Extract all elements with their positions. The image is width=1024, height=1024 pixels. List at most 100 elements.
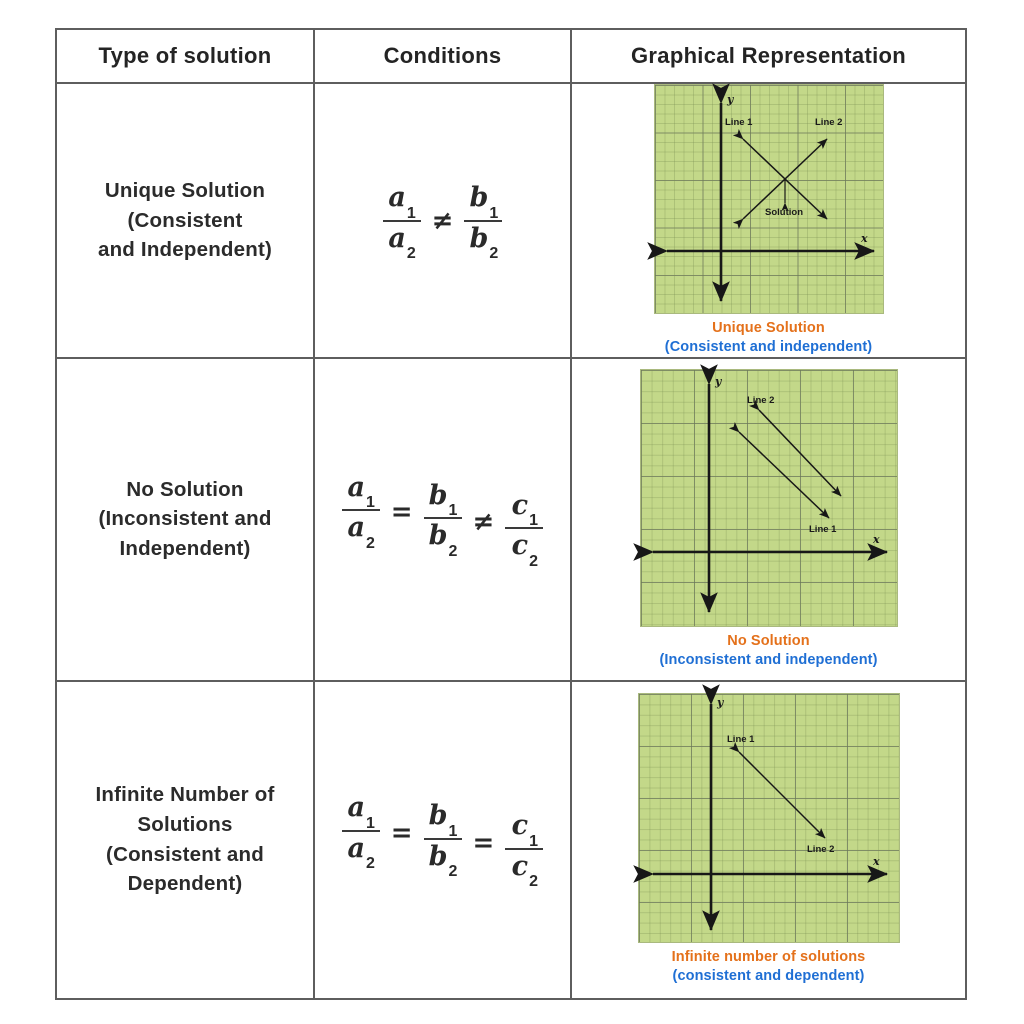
cell-graph-no-solution: y x Line 2 Line 1 No Soluti — [570, 357, 967, 682]
type-line: Dependent) — [127, 872, 243, 896]
caption-main: Infinite number of solutions — [671, 949, 866, 966]
fraction-denominator: a2 — [386, 222, 416, 262]
denominator-subscript: 2 — [448, 542, 458, 560]
type-line: (Consistent and — [106, 842, 264, 866]
fraction-numerator: a1 — [346, 471, 376, 512]
type-line: Solutions — [137, 813, 233, 837]
graph-caption-no-solution: No Solution (Inconsistent and independen… — [659, 632, 877, 670]
line-1-segment — [728, 421, 830, 519]
numerator-subscript: 1 — [366, 494, 375, 512]
numerator-symbol: a — [347, 792, 366, 824]
denominator-subscript: 2 — [406, 244, 416, 262]
denominator-symbol: b — [469, 222, 489, 254]
line-1-label: Line 1 — [809, 524, 837, 535]
numerator-subscript: 1 — [448, 822, 458, 840]
caption-sub: (Consistent and independent) — [664, 339, 873, 356]
equation-a-eq-b-neq-c: a1 a2 = b1 — [315, 474, 570, 569]
fraction-denominator: b2 — [427, 840, 459, 881]
solution-point-label: Solution — [765, 207, 803, 218]
numerator-symbol: b — [428, 800, 448, 832]
numerator-subscript: 1 — [489, 204, 499, 222]
y-axis-label: y — [714, 375, 723, 388]
cell-type-unique-solution: Unique Solution (Consistent and Independ… — [55, 81, 315, 360]
fraction-denominator: b2 — [427, 519, 459, 560]
graph-caption-infinite-solutions: Infinite number of solutions (consistent… — [672, 948, 866, 986]
line-2-label: Line 2 — [807, 844, 834, 855]
fraction-numerator: c1 — [510, 809, 539, 849]
graph-caption-unique-solution: Unique Solution (Consistent and independ… — [665, 319, 872, 357]
cell-condition-no-solution: a1 a2 = b1 — [313, 357, 572, 682]
denominator-symbol: a — [388, 222, 406, 254]
table-row: Unique Solution (Consistent and Independ… — [55, 81, 967, 360]
operator-not-equal: ≠ — [472, 507, 495, 538]
fraction-a1-a2: a1 a2 — [341, 791, 380, 873]
type-line: Infinite Number of — [95, 783, 275, 807]
operator-not-equal: ≠ — [431, 205, 454, 236]
denominator-subscript: 2 — [366, 855, 375, 873]
denominator-symbol: b — [428, 520, 448, 552]
fraction-bar — [505, 847, 544, 850]
fraction-numerator: b1 — [427, 799, 459, 840]
fraction-bar — [423, 837, 462, 840]
denominator-symbol: b — [428, 840, 448, 872]
cell-condition-unique-solution: a1 a2 ≠ b1 — [313, 81, 572, 360]
denominator-symbol: c — [511, 530, 529, 562]
denominator-symbol: c — [511, 850, 529, 882]
fraction-numerator: a1 — [386, 181, 416, 222]
numerator-symbol: c — [511, 489, 529, 521]
line-1-label: Line 1 — [725, 117, 753, 128]
denominator-symbol: a — [347, 832, 366, 864]
numerator-symbol: a — [347, 471, 366, 503]
fraction-numerator: a1 — [346, 791, 376, 832]
graph-container-unique-solution: y x Line 1 Line 2 Solution — [572, 83, 965, 357]
denominator-subscript: 2 — [489, 244, 499, 262]
type-line: Unique Solution — [104, 178, 266, 202]
denominator-subscript: 2 — [529, 873, 538, 891]
fraction-a1-a2: a1 a2 — [341, 471, 380, 551]
numerator-symbol: b — [469, 182, 489, 214]
caption-main: No Solution — [727, 632, 810, 649]
denominator-subscript: 2 — [529, 552, 538, 570]
fraction-numerator: b1 — [427, 479, 459, 519]
numerator-subscript: 1 — [406, 204, 416, 222]
coordinate-grid-unique-solution: y x Line 1 Line 2 Solution — [646, 83, 884, 315]
y-axis-label: y — [726, 93, 735, 106]
fraction-denominator: b2 — [467, 222, 499, 262]
fraction-b1-b2: b1 b2 — [423, 479, 462, 560]
coordinate-grid-infinite-solutions: y x Line 1 Line 2 — [632, 684, 900, 944]
operator-equals: = — [390, 497, 413, 528]
graph-svg-infinite-solutions: y x Line 1 Line 2 — [632, 684, 888, 932]
numerator-symbol: c — [511, 810, 529, 842]
operator-equals: = — [390, 817, 413, 848]
column-header-graphical-representation: Graphical Representation — [570, 28, 967, 84]
fraction-a1-a2: a1 a2 — [382, 181, 421, 262]
denominator-subscript: 2 — [448, 863, 458, 881]
cell-type-infinite-solutions: Infinite Number of Solutions (Consistent… — [55, 679, 315, 1001]
numerator-subscript: 1 — [366, 814, 375, 832]
line-1-label: Line 1 — [727, 734, 755, 745]
table-row: No Solution (Inconsistent and Independen… — [55, 357, 967, 682]
fraction-b1-b2: b1 b2 — [464, 181, 503, 262]
fraction-denominator: c2 — [510, 529, 539, 570]
cell-graph-infinite-solutions: y x Line 1 Line 2 Infinite number of sol… — [570, 679, 967, 1001]
cell-graph-unique-solution: y x Line 1 Line 2 Solution — [570, 81, 967, 360]
cell-type-no-solution: No Solution (Inconsistent and Independen… — [55, 357, 315, 682]
line-2-segment — [748, 399, 842, 497]
caption-sub: (Inconsistent and independent) — [659, 651, 878, 668]
x-axis-label: x — [872, 533, 880, 546]
table-body: Unique Solution (Consistent and Independ… — [55, 81, 967, 1001]
graph-svg-unique-solution: y x Line 1 Line 2 Solution — [646, 83, 875, 303]
coincident-line-segment — [728, 742, 826, 839]
equation-a-over-a-neq-b-over-b: a1 a2 ≠ b1 — [315, 181, 570, 262]
table-header: Type of solution Conditions Graphical Re… — [55, 28, 967, 84]
fraction-denominator: a2 — [346, 511, 376, 551]
y-axis-label: y — [716, 696, 725, 709]
graph-svg-no-solution: y x Line 2 Line 1 — [632, 364, 888, 613]
fraction-denominator: a2 — [346, 832, 376, 873]
fraction-c1-c2: c1 c2 — [505, 809, 544, 891]
equation-a-eq-b-eq-c: a1 a2 = b1 — [315, 794, 570, 890]
numerator-symbol: b — [428, 479, 448, 511]
fraction-numerator: b1 — [467, 181, 499, 222]
column-header-type-of-solution: Type of solution — [55, 28, 315, 84]
